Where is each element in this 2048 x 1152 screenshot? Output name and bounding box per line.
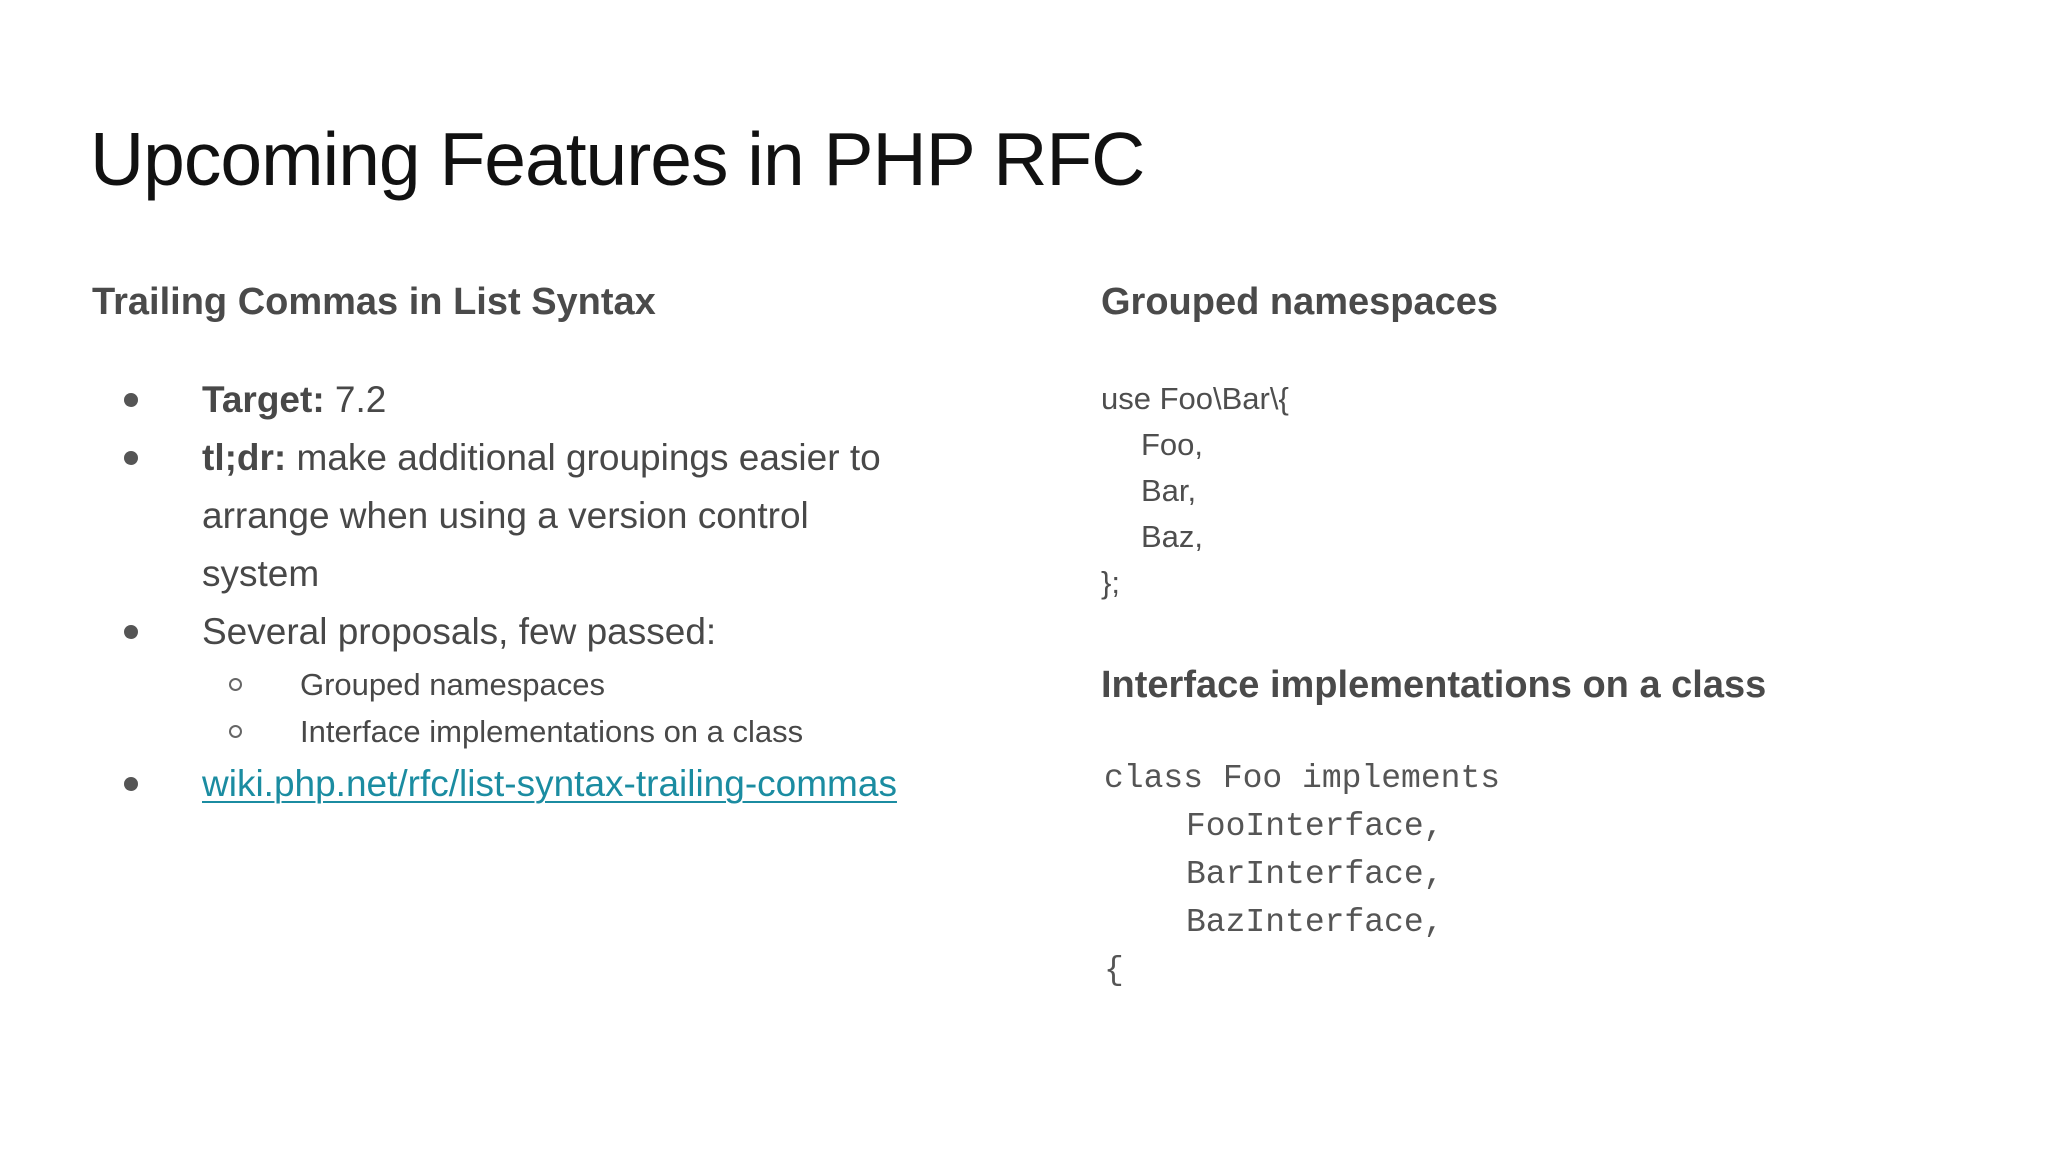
left-column-heading: Trailing Commas in List Syntax [92,281,656,323]
sub-list-item-text: Interface implementations on a class [300,714,804,749]
code-line: }; [1101,565,1120,600]
list-item-proposals: Several proposals, few passed: [90,603,920,661]
code-line: Baz, [1141,519,1204,554]
code-line: BarInterface, [1186,856,1444,893]
right-column-heading-grouped-namespaces: Grouped namespaces [1101,281,1499,323]
bullet-icon [124,451,138,465]
code-line: Bar, [1141,473,1197,508]
left-bullet-list: Target: 7.2 tl;dr: make additional group… [90,371,920,813]
bullet-icon [124,625,138,639]
code-line: use Foo\Bar\{ [1101,381,1289,416]
list-item-rfc-link: wiki.php.net/rfc/list-syntax-trailing-co… [90,755,920,813]
code-line: { [1104,952,1124,989]
list-item-bold-label: Target: [202,379,325,420]
sub-list-item-text: Grouped namespaces [300,667,606,702]
code-line: class Foo implements [1104,760,1501,797]
code-line: FooInterface, [1186,808,1444,845]
code-line: Foo, [1141,427,1204,462]
list-item-text: make additional groupings easier to arra… [202,437,881,594]
sub-list-item-grouped-namespaces: Grouped namespaces [90,661,920,708]
sub-list-item-interface-implementations: Interface implementations on a class [90,708,920,755]
circle-bullet-icon [229,725,242,738]
list-item-text: Several proposals, few passed: [202,611,717,652]
bullet-icon [124,393,138,407]
bullet-icon [124,777,138,791]
circle-bullet-icon [229,678,242,691]
code-line: BazInterface, [1186,904,1444,941]
rfc-link[interactable]: wiki.php.net/rfc/list-syntax-trailing-co… [202,763,897,804]
list-item-tldr: tl;dr: make additional groupings easier … [90,429,920,603]
list-item-bold-label: tl;dr: [202,437,287,478]
list-item-target: Target: 7.2 [90,371,920,429]
right-column-heading-interface-implementations: Interface implementations on a class [1101,664,1767,706]
slide-title: Upcoming Features in PHP RFC [90,117,1145,201]
interface-implementations-code-block: class Foo implements FooInterface, BarIn… [1104,755,1500,995]
grouped-namespaces-code-block: use Foo\Bar\{ Foo, Bar, Baz, }; [1101,376,1289,606]
list-item-text: 7.2 [324,379,387,420]
